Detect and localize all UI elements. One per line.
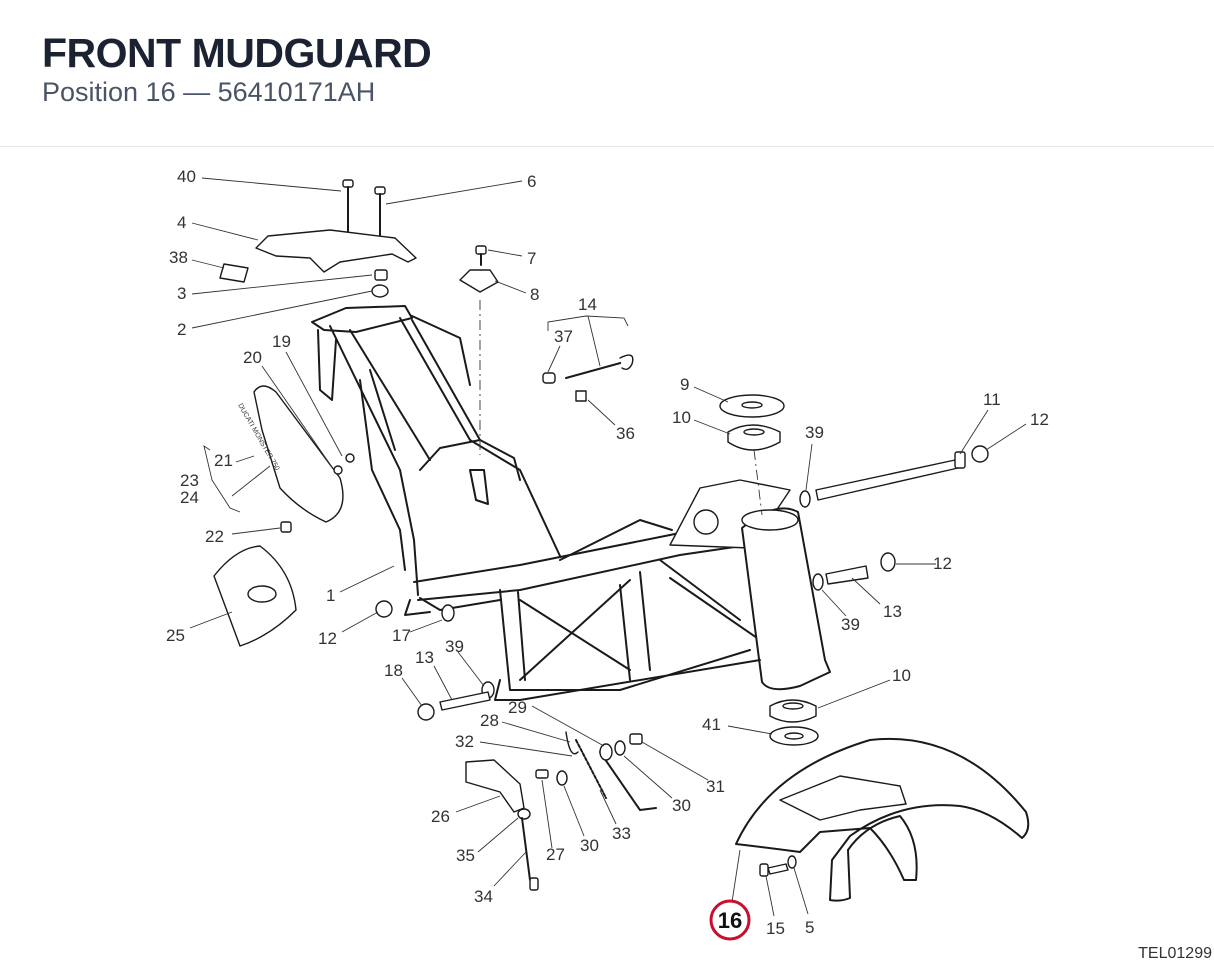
callout-36: 36	[616, 424, 635, 443]
callout-2: 2	[177, 320, 186, 339]
callout-7: 7	[527, 249, 536, 268]
callout-17: 17	[392, 626, 411, 645]
parts-drawing: DUCATI MONSTER 750	[213, 179, 1030, 902]
callout-labels: 40 6 4 38 3 2 7 8 14 37 36 19 20 21 23 2…	[166, 167, 1049, 938]
callout-32: 32	[455, 732, 474, 751]
callout-14: 14	[578, 295, 597, 314]
leader-lines	[189, 177, 1027, 917]
callout-41: 41	[702, 715, 721, 734]
highlighted-callout-16[interactable]: 16	[709, 899, 751, 941]
highlight-ring	[709, 899, 751, 941]
callout-37: 37	[554, 327, 573, 346]
page-header: FRONT MUDGUARD Position 16 — 56410171AH	[0, 0, 1214, 147]
frame-drawing	[311, 305, 831, 701]
callout-13-right: 13	[883, 602, 902, 621]
callout-10-upper: 10	[672, 408, 691, 427]
callout-30-right: 30	[672, 796, 691, 815]
callout-1: 1	[326, 586, 335, 605]
page-subtitle: Position 16 — 56410171AH	[42, 77, 375, 108]
callout-29: 29	[508, 698, 527, 717]
callout-27: 27	[546, 845, 565, 864]
callout-38: 38	[169, 248, 188, 267]
callout-26: 26	[431, 807, 450, 826]
callout-15: 15	[766, 919, 785, 938]
callout-12-upper: 12	[1030, 410, 1049, 429]
callout-39-right: 39	[841, 615, 860, 634]
front-mudguard-drawing	[735, 738, 1030, 902]
callout-12-right: 12	[933, 554, 952, 573]
callout-34: 34	[474, 887, 493, 906]
callout-31: 31	[706, 777, 725, 796]
callout-19: 19	[272, 332, 291, 351]
callout-39-left: 39	[445, 637, 464, 656]
part-number: 56410171AH	[217, 77, 376, 107]
callout-25: 25	[166, 626, 185, 645]
callout-16: 16	[718, 908, 742, 933]
callout-8: 8	[530, 285, 539, 304]
callout-11: 11	[983, 390, 1001, 409]
callout-30-left: 30	[580, 836, 599, 855]
callout-28: 28	[480, 711, 499, 730]
callout-20: 20	[243, 348, 262, 367]
callout-13-left: 13	[415, 648, 434, 667]
callout-3: 3	[177, 284, 186, 303]
callout-18: 18	[384, 661, 403, 680]
callout-6: 6	[527, 172, 536, 191]
page-title: FRONT MUDGUARD	[42, 30, 432, 76]
callout-35: 35	[456, 846, 475, 865]
callout-40: 40	[177, 167, 196, 186]
callout-22: 22	[205, 527, 224, 546]
callout-10-lower: 10	[892, 666, 911, 685]
callout-23: 23	[180, 471, 199, 490]
callout-21: 21	[214, 451, 233, 470]
callout-24: 24	[180, 488, 199, 507]
callout-4: 4	[177, 213, 186, 232]
callout-39-upper: 39	[805, 423, 824, 442]
callout-33: 33	[612, 824, 631, 843]
callout-5: 5	[805, 918, 814, 937]
callout-9: 9	[680, 375, 689, 394]
drawing-code: TEL01299	[1138, 945, 1212, 962]
subtitle-dash: —	[175, 77, 218, 107]
position-label: Position 16	[42, 77, 176, 107]
callout-12-left: 12	[318, 629, 337, 648]
